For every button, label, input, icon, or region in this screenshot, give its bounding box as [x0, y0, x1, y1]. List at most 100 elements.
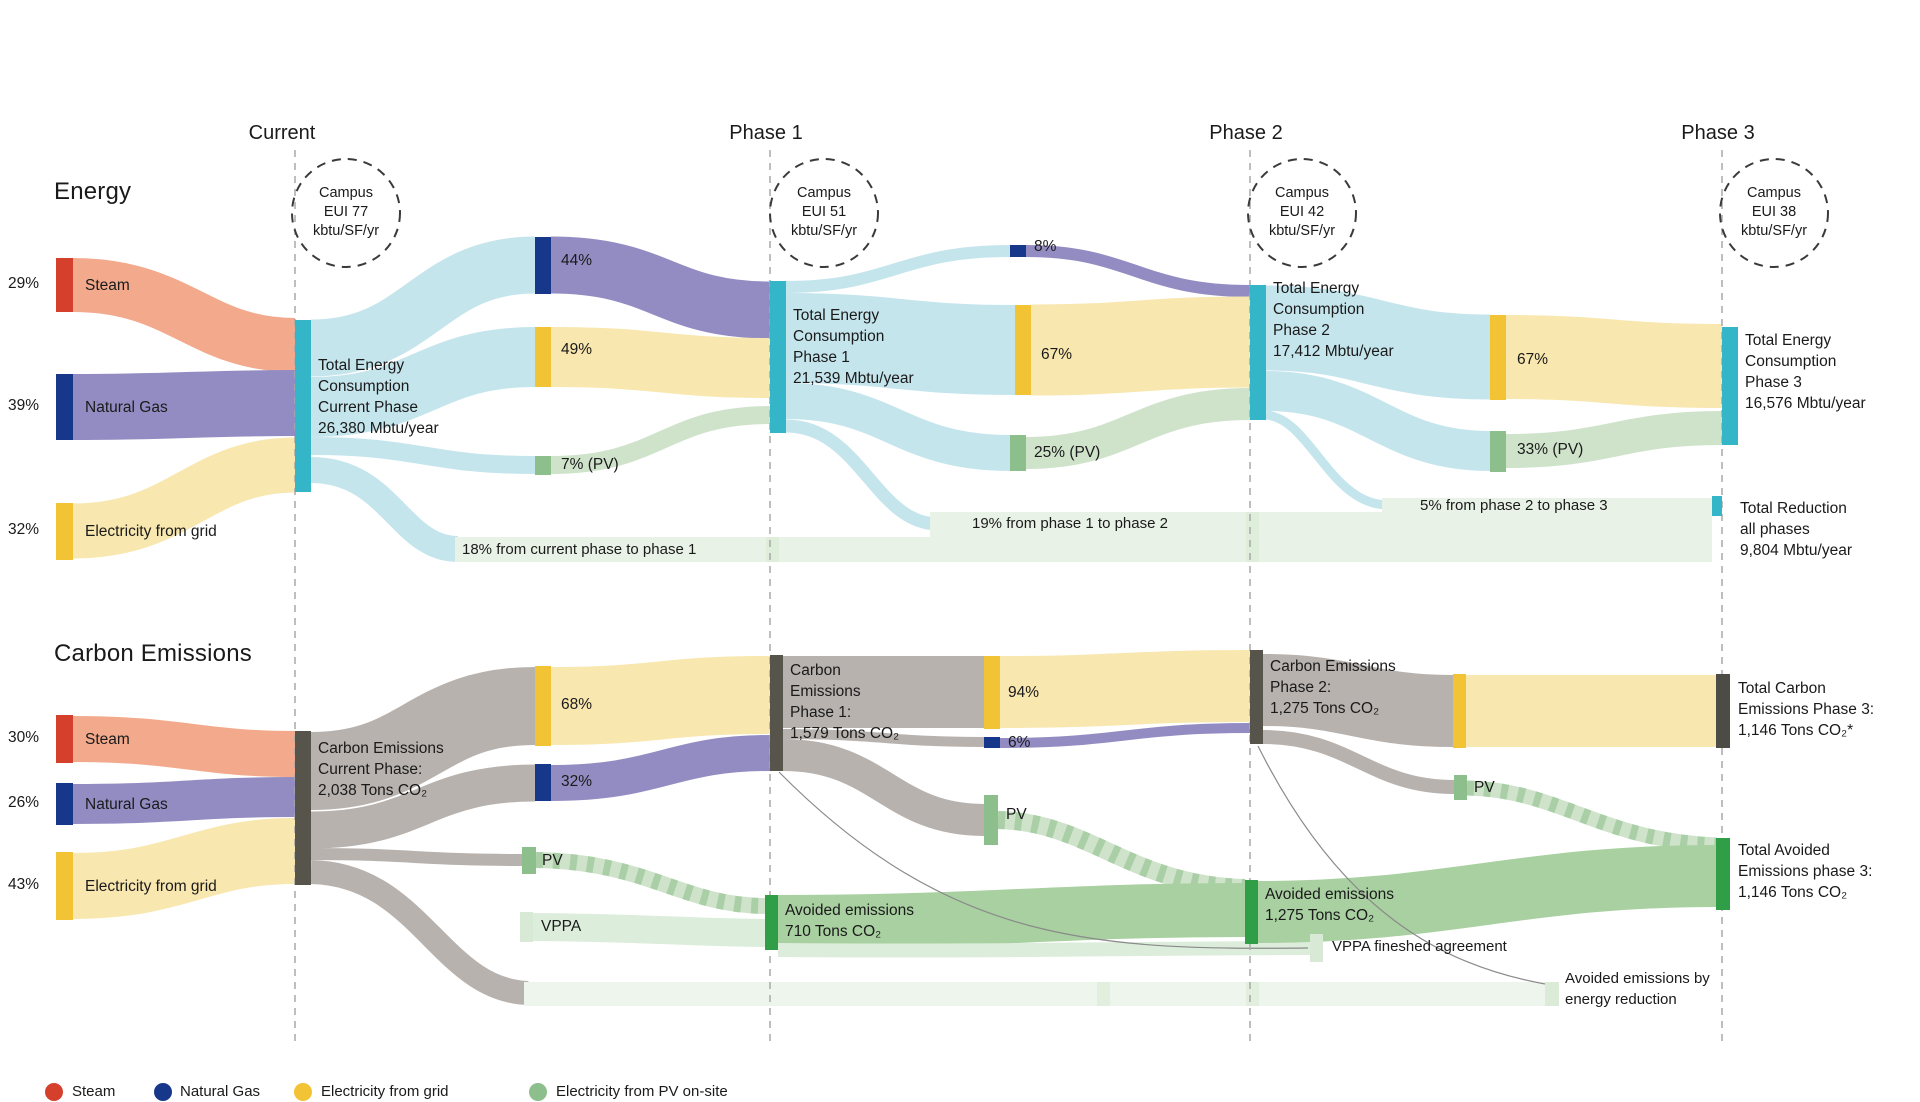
- node-avoided-710: [765, 895, 778, 950]
- avoided-1275-label: Avoided emissions 1,275 Tons CO₂: [1265, 886, 1394, 924]
- band-avoided-node-p2: [1246, 982, 1259, 1006]
- node-csplit-32: [535, 764, 551, 801]
- flow-cphase1-to-pv2: [782, 739, 985, 836]
- flow-67-to-phase2: [1030, 296, 1251, 396]
- legend-label-steam: Steam: [72, 1083, 116, 1100]
- csplit-32-label: 32%: [561, 773, 593, 790]
- reduction-18-label: 18% from current phase to phase 1: [462, 541, 697, 558]
- split-44-label: 44%: [561, 252, 593, 269]
- legend-label-grid: Electricity from grid: [321, 1083, 449, 1100]
- hairline-cphase1-to-vppa-finished: [778, 771, 1309, 949]
- band-avoided-end-node: [1545, 982, 1559, 1006]
- eui-badge-circle-phase1: [769, 158, 879, 268]
- energy-grid-label: Electricity from grid: [85, 523, 217, 540]
- band-node-19-p2: [1246, 512, 1259, 537]
- node-avoided-1275: [1245, 880, 1258, 944]
- flow-vppa-to-avoided710: [532, 913, 766, 947]
- split-33pv-label: 33% (PV): [1517, 441, 1584, 458]
- node-carbon-phase3: [1716, 674, 1730, 748]
- carbon-total-phase3: Total Carbon Emissions Phase 3: 1,146 To…: [1738, 680, 1875, 739]
- energy-grid-pct: 32%: [8, 521, 40, 538]
- energy-gas-pct: 39%: [8, 397, 40, 414]
- split-49-label: 49%: [561, 341, 593, 358]
- split-67-label: 67%: [1041, 346, 1073, 363]
- flow-carbon-steam-to-current: [72, 716, 296, 777]
- node-csplit-pv3: [1454, 775, 1467, 800]
- flow-94-to-cphase2: [999, 650, 1251, 728]
- node-csplit-94: [984, 656, 1000, 729]
- energy-total-current: Total Energy Consumption Current Phase 2…: [318, 357, 439, 437]
- csplit-6-label: 6%: [1008, 734, 1031, 751]
- split-25pv-label: 25% (PV): [1034, 444, 1101, 461]
- flow-phase2-to-67b: [1265, 285, 1491, 400]
- avoided-710-label: Avoided emissions 710 Tons CO₂: [785, 902, 914, 940]
- flow-44-to-phase1: [550, 236, 771, 339]
- carbon-steam-pct: 30%: [8, 729, 40, 746]
- node-reduction-end: [1712, 496, 1722, 516]
- flow-ccurrent-to-pv1: [310, 848, 523, 866]
- energy-total-phase1: Total Energy Consumption Phase 1 21,539 …: [793, 307, 914, 387]
- node-energy-steam: [56, 258, 73, 312]
- flow-current-to-7pv: [310, 437, 536, 474]
- node-split-25pv: [1010, 435, 1026, 471]
- band-avoided-node-mid: [1097, 982, 1110, 1006]
- flow-pv2-dashed-pattern: [997, 811, 1246, 897]
- avoided-by-reduction-label: Avoided emissions by energy reduction: [1565, 970, 1710, 1008]
- flow-avoided1275-to-total-avoided: [1257, 845, 1717, 943]
- band-reduction-18: [455, 537, 1712, 562]
- node-split-7pv: [535, 456, 551, 475]
- node-split-67: [1015, 305, 1031, 395]
- csplit-pv3-label: PV: [1474, 779, 1495, 796]
- node-energy-phase1: [770, 281, 786, 433]
- node-carbon-grid: [56, 852, 73, 920]
- flow-current-to-44: [310, 236, 536, 377]
- flow-current-to-reduction18: [310, 457, 460, 562]
- node-energy-phase3: [1722, 327, 1738, 445]
- flow-6-to-cphase2: [999, 723, 1251, 748]
- eui-badge-circle-phase3: [1719, 158, 1829, 268]
- node-csplit-pv1: [522, 847, 536, 874]
- node-split-67b: [1490, 315, 1506, 400]
- phase-title-current: Current: [248, 122, 316, 144]
- hairline-cphase2-to-band-end: [1257, 745, 1546, 985]
- node-energy-gas: [56, 374, 73, 440]
- phase-title-3: Phase 3: [1681, 122, 1755, 144]
- flow-pv1-dashed-pattern: [535, 852, 766, 914]
- flow-phase2-to-33pv: [1265, 371, 1491, 471]
- flow-67b-to-phase3: [1505, 315, 1723, 408]
- flow-25pv-to-phase2: [1025, 388, 1251, 469]
- eui-badge-phase2: Campus EUI 42 kbtu/SF/yr: [1268, 185, 1336, 239]
- node-total-avoided: [1716, 838, 1730, 910]
- node-energy-grid: [56, 503, 73, 560]
- node-csplit-vppa: [520, 912, 533, 942]
- flow-avoided710-to-avoided1275: [777, 883, 1246, 949]
- flow-ccurrent-to-32: [310, 764, 536, 849]
- flow-33pv-to-phase3: [1505, 411, 1723, 468]
- csplit-68-label: 68%: [561, 696, 593, 713]
- node-split-33pv: [1490, 431, 1506, 472]
- carbon-grid-pct: 43%: [8, 876, 40, 893]
- flow-8-to-phase2: [1025, 245, 1251, 297]
- flow-68-to-cphase1: [550, 656, 771, 745]
- node-energy-current: [295, 320, 311, 492]
- node-energy-phase2: [1250, 285, 1266, 420]
- node-carbon-phase2: [1250, 650, 1263, 744]
- energy-gas-label: Natural Gas: [85, 399, 168, 416]
- flow-pv3-dashed-pattern: [1466, 780, 1717, 853]
- legend-dot-pv: [529, 1083, 547, 1101]
- csplit-vppa-label: VPPA: [541, 918, 582, 935]
- csplit-94-label: 94%: [1008, 684, 1040, 701]
- carbon-grid-label: Electricity from grid: [85, 878, 217, 895]
- flow-cphase2-to-yellow-node: [1262, 654, 1454, 747]
- reduction-total-label: Total Reduction all phases 9,804 Mbtu/ye…: [1740, 500, 1853, 559]
- split-7pv-label: 7% (PV): [561, 456, 619, 473]
- split-8-label: 8%: [1034, 238, 1057, 255]
- flow-energy-gas-to-current: [72, 370, 296, 440]
- vppa-finished-label: VPPA fineshed agreement: [1332, 938, 1507, 955]
- flow-cphase2-to-pv3: [1262, 730, 1455, 794]
- reduction-19-label: 19% from phase 1 to phase 2: [972, 515, 1168, 532]
- node-vppa-finished: [1310, 934, 1323, 962]
- carbon-total-current: Carbon Emissions Current Phase: 2,038 To…: [318, 740, 444, 799]
- flow-ccurrent-to-68: [309, 667, 537, 810]
